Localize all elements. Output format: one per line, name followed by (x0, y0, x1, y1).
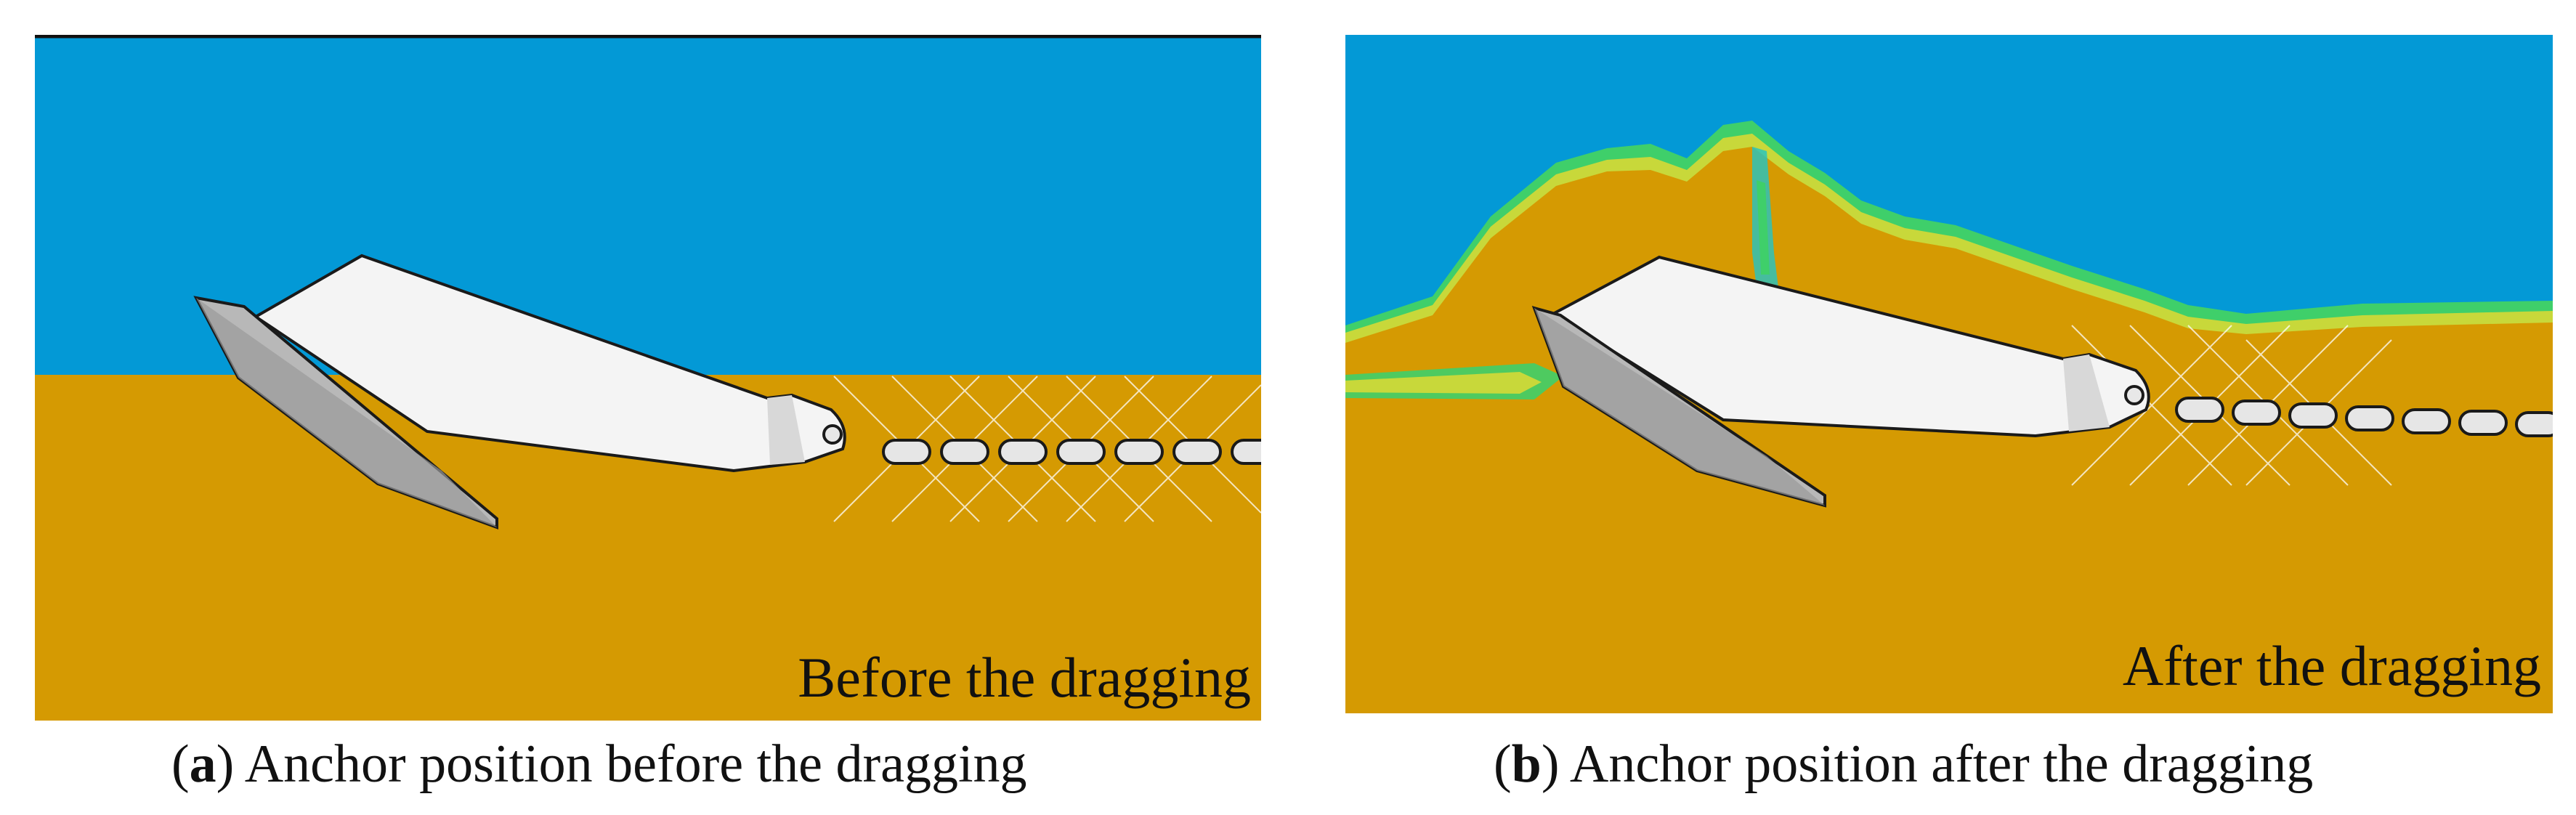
chain (2175, 397, 2553, 437)
panel-after-dragging: After the dragging (1345, 35, 2553, 713)
anchor (193, 254, 846, 530)
caption-a: (a) Anchor position before the dragging (171, 734, 1027, 794)
after-dragging-label: After the dragging (2122, 634, 2541, 697)
simulation-before-image (35, 35, 1261, 721)
caption-b: (b) Anchor position after the dragging (1494, 734, 2314, 794)
simulation-after-image (1345, 35, 2553, 713)
caption-a-text: Anchor position before the dragging (244, 734, 1027, 794)
caption-b-text: Anchor position after the dragging (1569, 734, 2314, 794)
anchor (1531, 255, 2150, 508)
caption-b-letter: b (1511, 734, 1542, 794)
before-dragging-label: Before the dragging (798, 646, 1251, 709)
chain (882, 439, 1261, 465)
panel-before-dragging: Before the dragging (35, 35, 1261, 721)
caption-a-letter: a (189, 734, 216, 794)
